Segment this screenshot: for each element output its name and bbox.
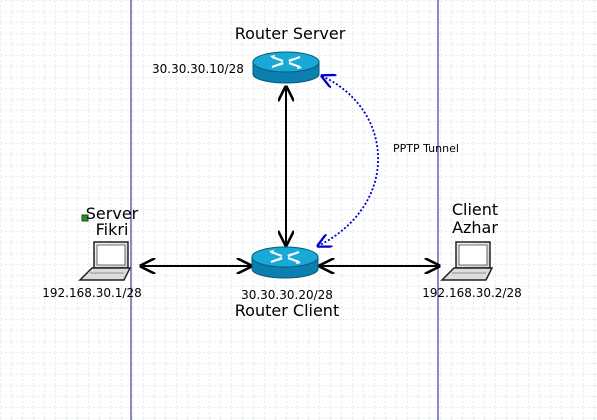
- pptp-tunnel-label: PPTP Tunnel: [393, 142, 459, 155]
- server-label-line2: Fikri: [96, 220, 129, 239]
- router-client-icon[interactable]: [251, 246, 319, 279]
- server-status-indicator: [81, 214, 89, 222]
- router-server-icon[interactable]: [252, 51, 320, 84]
- server-laptop-icon[interactable]: [78, 241, 132, 281]
- server-ip: 192.168.30.1/28: [42, 286, 141, 300]
- router-server-ip: 30.30.30.10/28: [152, 62, 244, 76]
- client-ip: 192.168.30.2/28: [422, 286, 521, 300]
- server-label-line1: Server: [86, 204, 139, 223]
- client-laptop-icon[interactable]: [440, 241, 494, 281]
- pptp-tunnel-curve: [318, 76, 379, 246]
- router-server-label: Router Server: [235, 24, 346, 43]
- router-client-ip: 30.30.30.20/28: [241, 288, 333, 302]
- client-label-line1: Client: [452, 200, 498, 219]
- router-client-label: Router Client: [235, 301, 339, 320]
- client-label-line2: Azhar: [452, 218, 498, 237]
